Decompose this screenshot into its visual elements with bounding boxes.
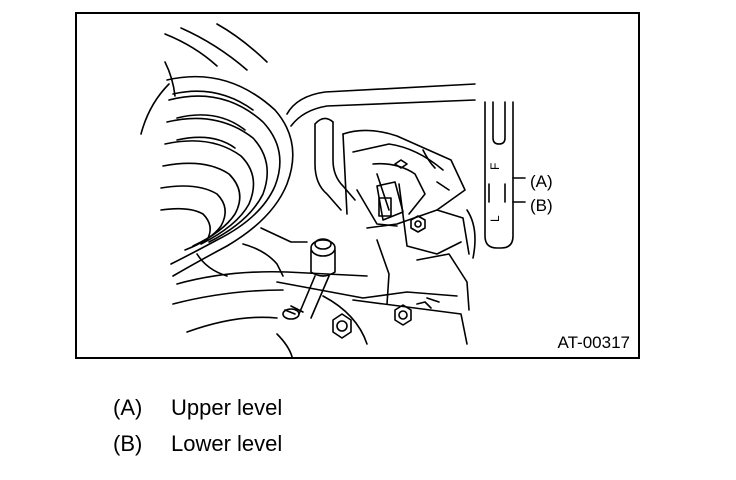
legend-text: Lower level	[171, 431, 283, 456]
callout-a: (A)	[530, 172, 553, 192]
legend-item: (A) Upper level	[113, 390, 282, 426]
background-contours	[140, 23, 268, 135]
gauge-mark-upper: F	[488, 163, 502, 170]
figure-id: AT-00317	[555, 333, 632, 353]
legend-key: (A)	[113, 395, 143, 420]
callout-b: (B)	[530, 196, 553, 216]
mount-bolts	[332, 215, 440, 339]
legend-text: Upper level	[171, 395, 283, 420]
hoses	[286, 83, 476, 211]
dipstick-gauge	[484, 101, 526, 249]
engine-illustration: F L	[140, 23, 526, 357]
filler-tube	[282, 238, 336, 320]
gauge-mark-lower: L	[488, 215, 502, 222]
legend-key: (B)	[113, 431, 143, 456]
lower-structure	[172, 209, 476, 357]
intake-bellows	[160, 75, 294, 277]
legend: (A) Upper level (B) Lower level	[113, 390, 282, 462]
illustration-frame: F L	[75, 12, 640, 359]
legend-item: (B) Lower level	[113, 426, 282, 462]
housing	[342, 129, 466, 255]
